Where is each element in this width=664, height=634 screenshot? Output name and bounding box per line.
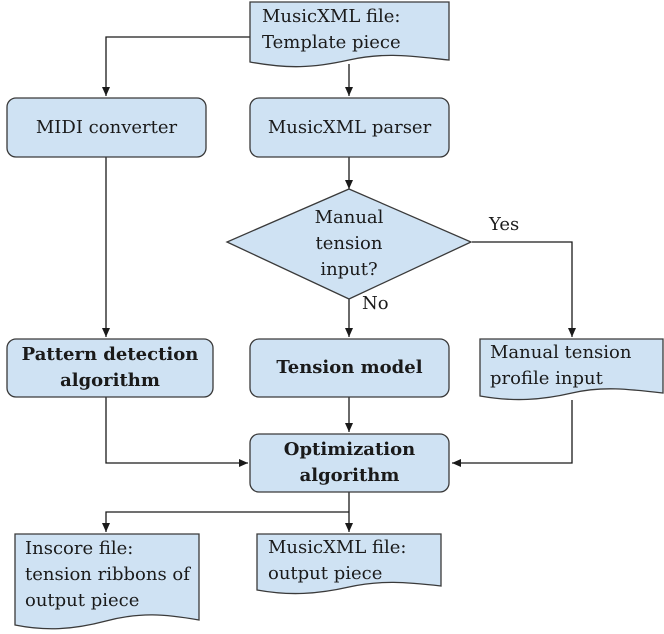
node-musicxml-template: MusicXML file: Template piece (262, 6, 401, 53)
edge-pattern-to-optimization (105, 397, 248, 467)
doc-shape-inscore (14, 533, 200, 630)
box-shape-parser (249, 97, 450, 158)
edge-optimization-to-inscore (102, 511, 349, 532)
node-manual-tension-profile: Manual tension profile input (490, 342, 632, 389)
node-manual-tension-decision: Manual tension input? (314, 207, 384, 280)
box-shape-midi (6, 97, 207, 158)
doc-shape-output (256, 533, 442, 595)
node-musicxml-parser: MusicXML parser (267, 116, 432, 138)
node-midi-converter: MIDI converter (35, 116, 178, 138)
edge-profile-to-optimization (452, 400, 573, 467)
node-tension-model: Tension model (276, 357, 423, 378)
edge-template-to-midi (102, 36, 250, 96)
edge-label-no: No (362, 293, 389, 314)
box-shape-tension (249, 338, 450, 398)
doc-shape-template (249, 1, 450, 68)
node-pattern-detection: Pattern detection algorithm (21, 344, 199, 391)
edge-label-yes: Yes (489, 214, 520, 235)
node-optimization: Optimization algorithm (283, 439, 416, 486)
node-inscore-file: Inscore file: tension ribbons of output … (25, 538, 190, 611)
node-musicxml-output: MusicXML file: output piece (268, 537, 407, 584)
edge-decision-yes (472, 241, 576, 337)
box-shape-optimization (249, 433, 450, 493)
connectors (102, 36, 576, 532)
box-shape-pattern (6, 338, 214, 398)
doc-shape-profile (479, 338, 664, 401)
diamond-shape-decision (225, 188, 473, 300)
